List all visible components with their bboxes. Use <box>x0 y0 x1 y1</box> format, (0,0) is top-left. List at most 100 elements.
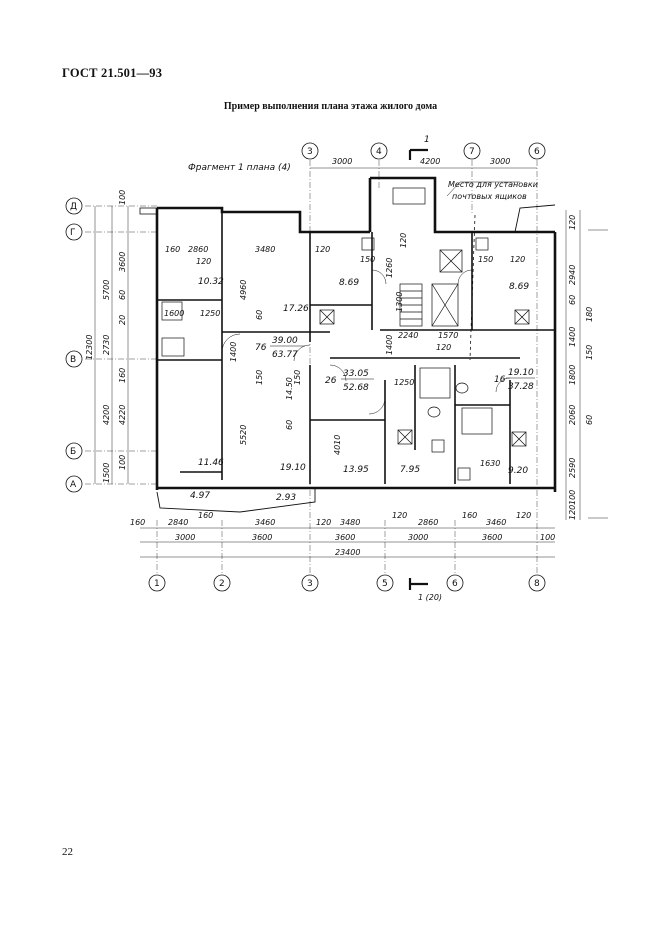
dim-right: 150 <box>585 345 594 360</box>
dim-inner: 120 <box>315 245 330 254</box>
room-area: 2.93 <box>276 493 296 503</box>
dim-inner: 1600 <box>164 309 184 318</box>
dim-bottom-1: 120 <box>392 511 407 520</box>
dim-right: 2940 <box>568 265 577 285</box>
dim-bottom-1: 120 <box>516 511 531 520</box>
dim-right: 120 <box>568 505 577 520</box>
dim-inner: 160 <box>165 245 180 254</box>
dim-right: 100 <box>568 490 577 505</box>
apartment-total-area: 37.28 <box>508 382 534 392</box>
apartment-total-area: 63.77 <box>272 350 298 360</box>
dim-left-outer: 2730 <box>102 335 111 355</box>
dim-bottom-1: 120 <box>316 518 331 527</box>
axis-label-top: 6 <box>534 147 540 157</box>
axis-label-bottom: 5 <box>382 579 388 589</box>
axis-label-bottom: 8 <box>534 579 540 589</box>
dim-left-inner: 4220 <box>118 405 127 425</box>
room-area: 11.46 <box>198 458 224 468</box>
dim-bottom-2: 3600 <box>482 533 502 542</box>
dim-right: 1800 <box>568 365 577 385</box>
dim-bottom-total: 23400 <box>335 548 360 557</box>
dim-right: 120 <box>568 215 577 230</box>
dim-inner: 120 <box>510 255 525 264</box>
fragment-label: Фрагмент 1 плана (4) <box>188 163 291 173</box>
dim-bottom-2: 3000 <box>408 533 428 542</box>
room-area: 4.97 <box>190 491 210 501</box>
dim-inner: 1300 <box>395 292 404 312</box>
dim-left-outer: 1500 <box>102 463 111 483</box>
apartment-total-area: 52.68 <box>343 383 369 393</box>
dim-bottom-1: 160 <box>198 511 213 520</box>
dim-right: 1400 <box>568 327 577 347</box>
dim-left-inner: 3600 <box>118 252 127 272</box>
axis-label-top: 7 <box>469 147 475 157</box>
dim-bottom-1: 160 <box>462 511 477 520</box>
dim-bottom-1: 2840 <box>168 518 188 527</box>
dim-inner: 2860 <box>188 245 208 254</box>
apartment-number: 26 <box>325 376 337 386</box>
dim-bottom-1: 3480 <box>340 518 360 527</box>
axis-label-top: 3 <box>307 147 313 157</box>
section-mark-top: 1 <box>424 135 430 145</box>
section-mark-bottom: 1 (20) <box>418 593 442 602</box>
dim-inner: 150 <box>360 255 375 264</box>
axis-label-bottom: 6 <box>452 579 458 589</box>
apartment-number: 76 <box>255 343 267 353</box>
note-label-line1: Место для установки <box>448 180 538 189</box>
axis-label-left: Д <box>70 202 77 212</box>
dim-bottom-2: 3600 <box>252 533 272 542</box>
room-area: 17.26 <box>283 304 309 314</box>
axis-label-bottom: 3 <box>307 579 313 589</box>
dim-right: 2060 <box>568 405 577 425</box>
room-area: 19.10 <box>280 463 306 473</box>
dim-bottom-2: 100 <box>540 533 555 542</box>
dim-top: 4200 <box>420 157 440 166</box>
apartment-living-area: 33.05 <box>343 369 369 379</box>
dim-bottom-1: 3460 <box>486 518 506 527</box>
dim-inner: 120 <box>436 343 451 352</box>
dim-top: 3000 <box>490 157 510 166</box>
axis-label-left: В <box>70 355 76 365</box>
figure-caption: Пример выполнения плана этажа жилого дом… <box>223 101 438 112</box>
dim-left-inner: 100 <box>118 190 127 205</box>
apartment-number: 16 <box>494 375 506 385</box>
axis-label-left: Б <box>70 447 76 457</box>
apartment-living-area: 19.10 <box>508 368 534 378</box>
dim-inner: 5520 <box>239 425 248 445</box>
dim-inner: 1250 <box>394 378 414 387</box>
dim-top: 3000 <box>332 157 352 166</box>
dim-inner: 60 <box>255 310 264 320</box>
room-area: 7.95 <box>400 465 420 475</box>
room-area: 10.32 <box>198 277 224 287</box>
document-header: ГОСТ 21.501—93 <box>62 66 163 80</box>
page-number: 22 <box>62 846 73 858</box>
dim-bottom-1: 3460 <box>255 518 275 527</box>
dim-left-inner: 160 <box>118 368 127 383</box>
dim-inner: 1400 <box>385 335 394 355</box>
dim-right: 60 <box>585 415 594 425</box>
dim-inner: 1570 <box>438 331 458 340</box>
axis-label-left: Г <box>70 228 76 238</box>
dim-inner: 1630 <box>480 459 500 468</box>
dim-left-outer: 5700 <box>102 280 111 300</box>
apartment-living-area: 39.00 <box>272 336 298 346</box>
axis-label-left: А <box>70 480 77 490</box>
dim-bottom-1: 2860 <box>418 518 438 527</box>
dim-left-inner: 20 <box>118 315 127 325</box>
axis-label-bottom: 2 <box>219 579 225 589</box>
dim-inner: 150 <box>293 370 302 385</box>
axis-label-bottom: 1 <box>154 579 160 589</box>
dim-left-outer: 4200 <box>102 405 111 425</box>
dim-inner: 14.50 <box>285 377 294 400</box>
axis-label-top: 4 <box>376 147 382 157</box>
dim-bottom-1: 160 <box>130 518 145 527</box>
room-area: 9.20 <box>508 466 528 476</box>
dim-bottom-2: 3000 <box>175 533 195 542</box>
room-area: 8.69 <box>339 278 359 288</box>
dim-inner: 120 <box>196 257 211 266</box>
dim-inner: 60 <box>285 420 294 430</box>
dim-left-inner: 60 <box>118 290 127 300</box>
note-label-line2: почтовых ящиков <box>452 192 527 201</box>
dim-left-inner: 100 <box>118 455 127 470</box>
